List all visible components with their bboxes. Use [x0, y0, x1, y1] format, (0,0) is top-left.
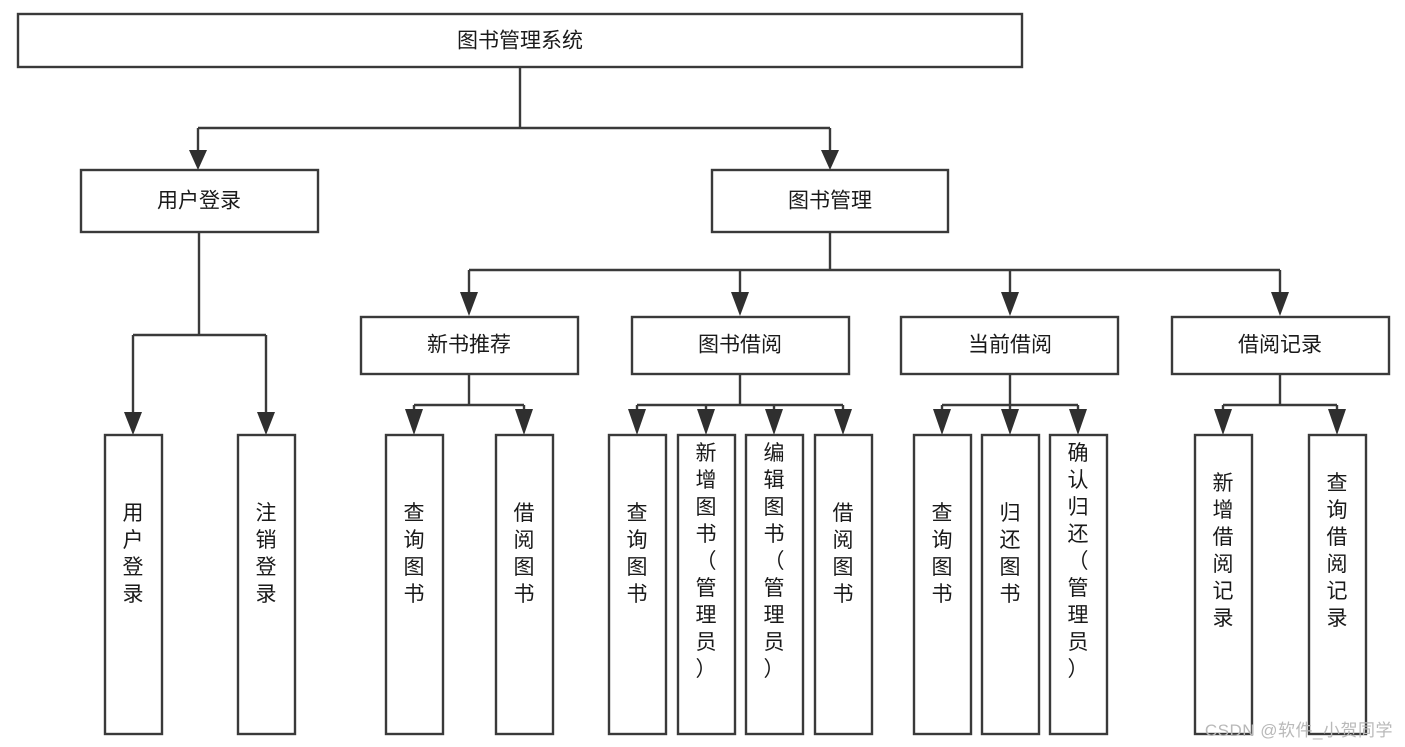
arrow-to-book-borrow: [731, 292, 749, 316]
leaf-return-book[interactable]: 归还图书: [980, 433, 1041, 736]
leaf-add-book-box[interactable]: [676, 433, 737, 736]
leaf-confirm-return-label: 确认归还（管理员）: [1068, 442, 1089, 681]
leaf-borrow-book-1-label: 借阅图书: [514, 502, 535, 606]
node-book-borrow-box[interactable]: [630, 315, 851, 376]
node-user-login-label: 用户登录: [157, 190, 241, 213]
arrow-leaf-confirm-return: [1069, 409, 1087, 435]
leaf-query-book-2[interactable]: 查询图书: [607, 433, 668, 736]
node-book-management-box[interactable]: [710, 168, 950, 234]
arrow-leaf-add-book: [697, 409, 715, 435]
leaf-add-record-label: 新增借阅记录: [1213, 472, 1234, 630]
arrow-leaf-borrow-book-2: [834, 409, 852, 435]
node-borrow-record-label: 借阅记录: [1238, 334, 1322, 357]
leaf-add-record[interactable]: 新增借阅记录: [1193, 433, 1254, 736]
node-borrow-record-box[interactable]: [1170, 315, 1391, 376]
leaf-add-book-label: 新增图书（管理员）: [696, 442, 717, 681]
leaf-query-record-label: 查询借阅记录: [1327, 472, 1348, 630]
arrow-leaf-query-book-1: [405, 409, 423, 435]
leaf-return-book-label: 归还图书: [1000, 502, 1021, 606]
leaf-logout-box[interactable]: [236, 433, 297, 736]
leaf-query-book-1-label: 查询图书: [404, 502, 425, 606]
leaf-add-record-box[interactable]: [1193, 433, 1254, 736]
leaf-edit-book-label: 编辑图书（管理员）: [764, 442, 785, 681]
arrow-leaf-query-record: [1328, 409, 1346, 435]
leaf-query-book-1-box[interactable]: [384, 433, 445, 736]
leaf-query-book-2-label: 查询图书: [627, 502, 648, 606]
leaf-edit-book[interactable]: 编辑图书（管理员）: [744, 433, 805, 736]
leaf-borrow-book-1-box[interactable]: [494, 433, 555, 736]
connector-layer: [124, 67, 1346, 435]
arrow-leaf-logout: [257, 412, 275, 435]
leaf-return-book-box[interactable]: [980, 433, 1041, 736]
leaf-user-login-box[interactable]: [103, 433, 164, 736]
leaf-query-book-3-box[interactable]: [912, 433, 973, 736]
leaf-borrow-book-1[interactable]: 借阅图书: [494, 433, 555, 736]
node-new-book-recommend-label: 新书推荐: [427, 334, 511, 357]
leaf-confirm-return[interactable]: 确认归还（管理员）: [1048, 433, 1109, 736]
arrow-leaf-query-book-2: [628, 409, 646, 435]
leaf-logout-label: 注销登录: [256, 502, 277, 606]
arrow-leaf-add-record: [1214, 409, 1232, 435]
leaf-confirm-return-box[interactable]: [1048, 433, 1109, 736]
node-root[interactable]: 图书管理系统: [16, 12, 1024, 69]
arrow-to-current-borrow: [1001, 292, 1019, 316]
leaf-query-record[interactable]: 查询借阅记录: [1307, 433, 1368, 736]
leaf-borrow-book-2-box[interactable]: [813, 433, 874, 736]
leaf-query-book-2-box[interactable]: [607, 433, 668, 736]
leaf-query-book-1[interactable]: 查询图书: [384, 433, 445, 736]
leaf-logout[interactable]: 注销登录: [236, 433, 297, 736]
node-user-login[interactable]: 用户登录: [79, 168, 320, 234]
node-book-borrow[interactable]: 图书借阅: [630, 315, 851, 376]
arrow-leaf-user-login: [124, 412, 142, 435]
node-root-label: 图书管理系统: [457, 30, 583, 53]
node-new-book-recommend[interactable]: 新书推荐: [359, 315, 580, 376]
arrow-to-user-login: [189, 150, 207, 170]
arrow-to-new-book-recommend: [460, 292, 478, 316]
leaf-borrow-book-2-label: 借阅图书: [833, 502, 854, 606]
leaf-edit-book-box[interactable]: [744, 433, 805, 736]
node-current-borrow-box[interactable]: [899, 315, 1120, 376]
node-book-borrow-label: 图书借阅: [698, 334, 782, 357]
node-new-book-recommend-box[interactable]: [359, 315, 580, 376]
arrow-leaf-return-book: [1001, 409, 1019, 435]
leaf-query-record-box[interactable]: [1307, 433, 1368, 736]
node-root-box[interactable]: [16, 12, 1024, 69]
arrow-to-borrow-record: [1271, 292, 1289, 316]
arrow-leaf-borrow-book-1: [515, 409, 533, 435]
node-book-management[interactable]: 图书管理: [710, 168, 950, 234]
leaf-user-login-label: 用户登录: [123, 502, 144, 606]
leaf-query-book-3-label: 查询图书: [932, 502, 953, 606]
leaf-user-login[interactable]: 用户登录: [103, 433, 164, 736]
leaf-query-book-3[interactable]: 查询图书: [912, 433, 973, 736]
node-borrow-record[interactable]: 借阅记录: [1170, 315, 1391, 376]
leaf-borrow-book-2[interactable]: 借阅图书: [813, 433, 874, 736]
arrow-leaf-query-book-3: [933, 409, 951, 435]
node-current-borrow[interactable]: 当前借阅: [899, 315, 1120, 376]
node-book-management-label: 图书管理: [788, 190, 872, 213]
node-user-login-box[interactable]: [79, 168, 320, 234]
node-current-borrow-label: 当前借阅: [968, 334, 1052, 357]
arrow-leaf-edit-book: [765, 409, 783, 435]
arrow-to-book-management: [821, 150, 839, 170]
leaf-add-book[interactable]: 新增图书（管理员）: [676, 433, 737, 736]
